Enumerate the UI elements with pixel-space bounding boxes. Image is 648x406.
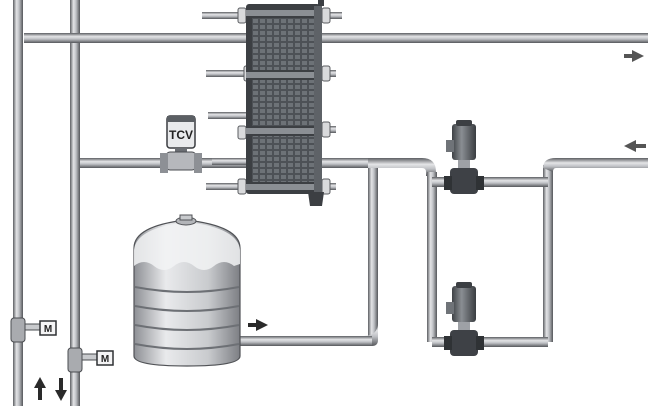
tank-outlet-pipe-main [240, 336, 372, 346]
riser-down-arrow-icon [55, 378, 67, 401]
motorized-valve-2-label: M [101, 354, 109, 365]
pump-lower [444, 282, 484, 356]
loop-left-riser [427, 172, 437, 342]
tank-return-riser [368, 168, 378, 340]
plate-heat-exchanger [202, 0, 342, 206]
flow-out-arrow-icon [624, 50, 644, 62]
motorized-valve-2: M [67, 347, 114, 373]
tank-outlet-arrow-icon [248, 319, 268, 331]
pipe-bend [368, 158, 436, 176]
pump-upper [444, 120, 484, 194]
riser-pipes [13, 0, 80, 406]
plate-pack-1 [252, 18, 314, 70]
riser-up-arrow-icon [34, 377, 46, 400]
storage-tank [133, 214, 241, 367]
loop-bottom-pipe [432, 337, 548, 347]
motorized-valve-1: M [10, 317, 57, 343]
top-header-pipe [24, 33, 648, 43]
pump-loop-pipes [427, 158, 648, 347]
tcv-valve: TCV [160, 115, 202, 173]
return-inlet-bend [543, 158, 648, 172]
flow-in-arrow-icon [624, 140, 646, 152]
tcv-label: TCV [169, 128, 193, 142]
loop-top-pipe [432, 177, 548, 187]
plate-pack-2 [252, 80, 314, 126]
loop-right-riser [543, 165, 553, 342]
riser-pipe-left [13, 0, 23, 406]
motorized-valve-1-label: M [44, 324, 52, 335]
plate-pack-3 [252, 136, 314, 182]
riser-pipe-right [70, 0, 80, 406]
